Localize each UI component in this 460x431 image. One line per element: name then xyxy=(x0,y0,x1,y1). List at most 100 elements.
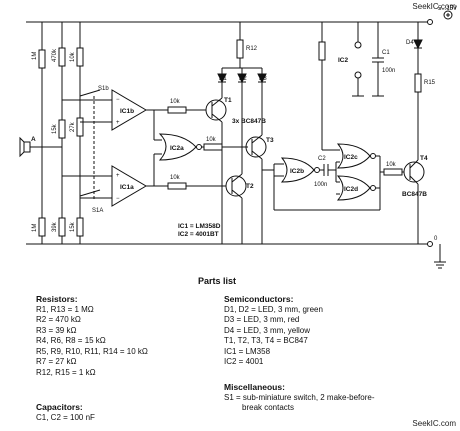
resistor-item: R4, R6, R8 = 15 kΩ xyxy=(36,336,106,345)
led-d3 xyxy=(257,68,267,96)
svg-text:10k: 10k xyxy=(170,175,181,181)
watermark-top: SeekIC.com xyxy=(412,2,456,11)
svg-text:+: + xyxy=(116,120,120,126)
switch-s1b-label: S1b xyxy=(98,86,109,92)
resistor-item: R3 = 39 kΩ xyxy=(36,325,77,335)
resistor-r8 xyxy=(76,217,84,237)
svg-text:27k: 27k xyxy=(70,121,76,132)
supply-terminal xyxy=(427,19,433,25)
ic2-pin-14 xyxy=(354,41,362,49)
resistor-r11 xyxy=(167,182,187,190)
input-jack-icon xyxy=(23,141,31,153)
svg-text:IC1b: IC1b xyxy=(120,108,134,115)
input-label: A xyxy=(31,136,36,143)
semiconductor-item: D3 = LED, 3 mm, red xyxy=(224,315,300,324)
semiconductor-item: IC1 = LM358 xyxy=(224,346,271,356)
svg-text:1M: 1M xyxy=(32,224,38,232)
svg-text:100n: 100n xyxy=(382,68,395,74)
transistor-t2 xyxy=(225,175,247,197)
svg-text:10k: 10k xyxy=(70,51,76,62)
semiconductor-item: IC2 = 4001 xyxy=(224,357,264,366)
svg-text:D2: D2 xyxy=(239,76,247,82)
capacitor-item: C1, C2 = 100 nF xyxy=(36,412,95,422)
led-d1 xyxy=(217,68,227,98)
resistor-r13-right xyxy=(318,41,326,61)
svg-text:D4: D4 xyxy=(406,40,414,46)
svg-text:10k: 10k xyxy=(170,99,181,105)
led-d4 xyxy=(413,39,423,50)
resistor-item: R1, R13 = 1 MΩ xyxy=(36,304,94,314)
svg-text:T3: T3 xyxy=(266,137,274,144)
resistor-r4 xyxy=(58,119,66,139)
nor-gate-ic2d xyxy=(336,175,371,201)
resistor-item: R2 = 470 kΩ xyxy=(36,315,81,324)
resistor-r7 xyxy=(76,117,84,137)
transistor-t4 xyxy=(403,161,425,183)
supply-label: 5...15V xyxy=(438,6,457,12)
ic2-pin-7 xyxy=(354,71,362,79)
svg-text:1M: 1M xyxy=(32,52,38,60)
semiconductor-item: D4 = LED, 3 mm, yellow xyxy=(224,325,311,335)
svg-text:C2: C2 xyxy=(318,156,326,162)
semiconductors-heading: Semiconductors: xyxy=(224,294,294,304)
miscellaneous-section: Miscellaneous: S1 = sub-miniature switch… xyxy=(224,382,375,414)
schematic: 5...15V 0 A 1M 1M 470k 15k 39k 10k 27k xyxy=(19,6,457,269)
semiconductor-item: D1, D2 = LED, 3 mm, green xyxy=(224,304,323,314)
svg-text:−: − xyxy=(116,196,120,202)
semiconductor-item: T1, T2, T3, T4 = BC847 xyxy=(224,336,308,345)
nor-gate-ic2c xyxy=(336,143,371,169)
opamp-ic1a xyxy=(111,165,147,207)
resistor-r15 xyxy=(414,73,422,93)
resistor-item: R7 = 27 kΩ xyxy=(36,357,77,366)
resistor-r14 xyxy=(383,168,403,176)
svg-text:15k: 15k xyxy=(52,123,58,134)
svg-text:C1: C1 xyxy=(382,50,390,56)
ic2-note: IC2 = 4001BT xyxy=(178,231,219,238)
svg-text:IC2c: IC2c xyxy=(344,154,358,161)
resistors-section: Resistors: R1, R13 = 1 MΩ R2 = 470 kΩ R3… xyxy=(36,294,148,378)
resistor-r3 xyxy=(58,217,66,237)
resistor-column: 1M 1M 470k 15k 39k 10k 27k 15k xyxy=(32,22,84,244)
svg-text:10k: 10k xyxy=(206,137,217,143)
led-d2 xyxy=(237,68,247,96)
resistor-r1 xyxy=(38,49,46,69)
svg-text:10k: 10k xyxy=(386,162,397,168)
svg-text:IC1a: IC1a xyxy=(120,184,134,191)
ic1-note: IC1 = LM358D xyxy=(178,223,221,230)
resistor-r2 xyxy=(58,47,66,67)
ic2-label: IC2 xyxy=(338,57,349,64)
semiconductors-section: Semiconductors: D1, D2 = LED, 3 mm, gree… xyxy=(224,294,323,368)
transistor-t3 xyxy=(245,136,267,158)
svg-text:R12: R12 xyxy=(246,46,258,52)
svg-text:R15: R15 xyxy=(424,80,436,86)
t4-type: BC847B xyxy=(402,191,427,198)
resistor-r10 xyxy=(203,143,223,151)
transistor-note: 3x BC847B xyxy=(232,118,266,125)
resistor-item: R5, R9, R10, R11, R14 = 10 kΩ xyxy=(36,346,148,356)
svg-text:T4: T4 xyxy=(420,155,428,162)
svg-text:39k: 39k xyxy=(52,221,58,232)
svg-text:T1: T1 xyxy=(224,97,232,104)
nor-gate-ic2a xyxy=(158,133,197,161)
resistor-r6 xyxy=(76,47,84,67)
watermark-bottom: SeekIC.com xyxy=(412,419,456,428)
resistor-r12 xyxy=(236,39,244,59)
svg-text:−: − xyxy=(116,97,120,103)
capacitors-heading: Capacitors: xyxy=(36,402,83,412)
svg-text:15k: 15k xyxy=(70,221,76,232)
svg-text:470k: 470k xyxy=(52,48,58,62)
nor-gate-ic2b xyxy=(280,157,315,183)
svg-text:IC2d: IC2d xyxy=(344,186,358,193)
resistors-heading: Resistors: xyxy=(36,294,78,304)
switch-s1a-label: S1A xyxy=(92,208,103,214)
resistor-r13 xyxy=(38,217,46,237)
resistor-r9 xyxy=(167,106,187,114)
svg-text:D3: D3 xyxy=(259,76,267,82)
svg-text:IC2a: IC2a xyxy=(170,145,184,152)
parts-list-title: Parts list xyxy=(198,276,237,286)
svg-text:T2: T2 xyxy=(246,183,254,190)
ground-label: 0 xyxy=(434,236,438,242)
transistor-t1 xyxy=(205,99,227,121)
misc-item: break contacts xyxy=(242,403,295,412)
svg-text:100n: 100n xyxy=(314,182,327,188)
